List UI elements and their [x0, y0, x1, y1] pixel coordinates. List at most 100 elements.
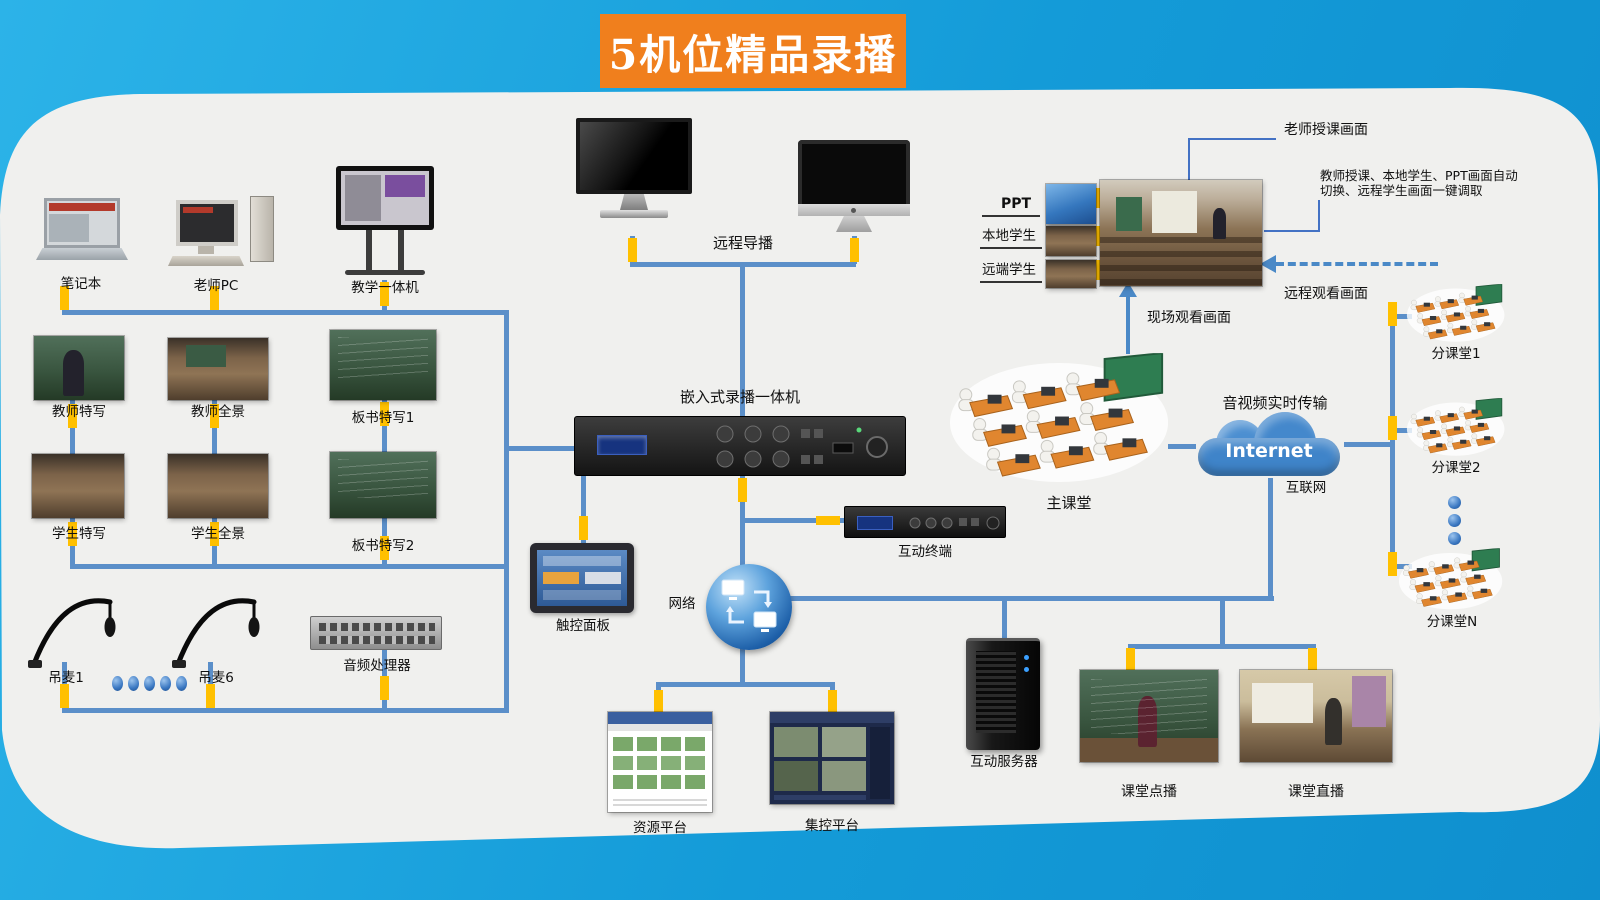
remote-director-label: 远程导播: [712, 234, 773, 252]
annotation-line: [980, 247, 1042, 249]
teacher-wide-label: 教师全景: [191, 404, 245, 420]
lecture-room-photo: [1100, 180, 1262, 286]
cable-connector: [60, 684, 69, 708]
board-closeup2-label: 板书特写2: [351, 538, 415, 554]
live-label: 课堂直播: [1288, 784, 1344, 800]
imac-foot: [836, 216, 872, 232]
student-wide-label: 学生全景: [191, 526, 245, 542]
av-realtime-label: 音视频实时传输: [1222, 394, 1328, 412]
laptop-base: [36, 248, 128, 260]
monitor-screen: [576, 118, 692, 194]
recorder-label: 嵌入式录播一体机: [679, 388, 800, 406]
connector-line: [1002, 596, 1007, 638]
cable-connector: [60, 286, 69, 310]
terminal-controls: [909, 516, 1000, 530]
server-grille: [976, 651, 1016, 733]
central-control-image: [770, 712, 894, 804]
ui-topbar: [770, 712, 894, 723]
sub-classroom2-label: 分课堂2: [1431, 460, 1481, 476]
cable-connector: [68, 404, 77, 428]
sub-classroom2-image: [1406, 398, 1508, 458]
network-globe-detail: [721, 579, 777, 632]
interactive-server-image: [966, 638, 1040, 750]
cable-connector: [828, 690, 837, 714]
teacher-pc-image: [168, 196, 278, 272]
board-closeup1-label: 板书特写1: [351, 410, 415, 426]
video-tile: [822, 727, 866, 757]
connector-line: [1268, 478, 1273, 598]
cable-connector: [380, 282, 389, 306]
auto-switch-note-line1: 教师授课、本地学生、PPT画面自动: [1320, 168, 1518, 183]
live-view-arrow-line: [1126, 296, 1130, 354]
local-students-label: 本地学生: [982, 228, 1036, 244]
connector-line: [382, 396, 387, 456]
network-label: 网络: [668, 596, 696, 612]
ui-bottombar: [774, 795, 866, 800]
webpage-nav: [608, 724, 712, 731]
cable-connector: [1388, 416, 1397, 440]
central-control-label: 集控平台: [805, 818, 859, 834]
cable-connector: [654, 690, 663, 714]
aio-leg: [398, 230, 404, 270]
vod-photo: [1080, 670, 1218, 762]
arrow-left-icon: [1260, 255, 1276, 273]
audio-processor-slots: [319, 623, 435, 631]
student-closeup-label: 学生特写: [52, 526, 106, 542]
page-title: 5机位精品录播: [608, 31, 898, 79]
cable-connector: [380, 536, 389, 560]
imac-logo: [851, 208, 856, 213]
cable-connector: [210, 522, 219, 546]
cable-connector: [210, 404, 219, 428]
connector-line: [581, 474, 586, 544]
laptop-image: [36, 198, 128, 268]
interactive-terminal-image: [844, 506, 1006, 538]
board-closeup2-photo: [330, 452, 436, 518]
connector-line: [740, 646, 745, 684]
server-led: [1024, 655, 1029, 660]
auto-switch-note: 教师授课、本地学生、PPT画面自动 切换、远程学生画面一键调取: [1320, 168, 1538, 198]
ellipsis-dot: [1448, 532, 1461, 545]
director-imac-image: [798, 140, 910, 236]
student-closeup-photo: [32, 454, 124, 518]
recorder-lcd: [597, 435, 647, 455]
annotation-line: [1188, 138, 1190, 182]
aio-leg: [366, 230, 372, 270]
ellipsis-dot: [1448, 514, 1461, 527]
board-closeup1-photo: [330, 330, 436, 400]
audio-processor-label: 音频处理器: [343, 658, 411, 674]
pc-monitor: [176, 200, 238, 246]
network-globe-icon: [706, 564, 792, 650]
annotation-line: [1264, 230, 1320, 232]
hanging-mic-icon: [172, 598, 260, 668]
sub-classroomN-label: 分课堂N: [1426, 614, 1478, 630]
laptop-screen-content: [49, 214, 89, 242]
annotation-line: [980, 281, 1042, 283]
live-view-label: 现场观看画面: [1147, 310, 1231, 326]
connector-line: [1390, 314, 1412, 319]
cable-connector: [1094, 260, 1101, 280]
touch-panel-ui: [543, 572, 579, 584]
teacher-figure: [1213, 207, 1227, 240]
wall-panel: [1352, 675, 1386, 728]
internet-cn-label: 互联网: [1285, 480, 1327, 496]
connector-line: [740, 262, 745, 418]
video-tile: [774, 761, 818, 791]
touch-panel-screen: [537, 550, 627, 606]
terminal-lcd: [857, 516, 893, 530]
laptop-screen-content: [49, 203, 115, 211]
connector-line: [1220, 596, 1225, 646]
thumbnail-row: [613, 737, 707, 751]
connector-line: [62, 310, 508, 315]
ppt-label: PPT: [1000, 196, 1032, 212]
director-monitor-image: [576, 118, 694, 234]
resource-platform-image: [608, 712, 712, 812]
desk-rows: [1100, 237, 1262, 286]
thumbnail-row: [613, 756, 707, 770]
whiteboard: [1252, 682, 1313, 724]
audio-processor-slots: [319, 636, 435, 644]
cable-connector: [579, 516, 588, 540]
cable-connector: [816, 516, 840, 525]
annotation-line: [982, 215, 1040, 217]
server-led: [1024, 667, 1029, 672]
connector-line: [1390, 564, 1412, 569]
